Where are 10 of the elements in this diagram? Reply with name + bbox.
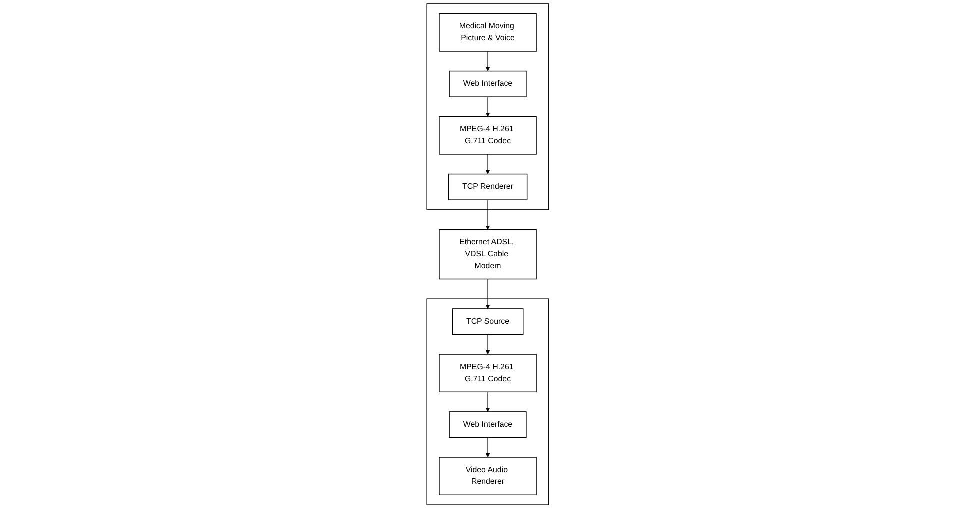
arrow <box>486 51 490 72</box>
arrow <box>486 278 490 310</box>
arrow <box>486 392 490 412</box>
cluster <box>426 298 550 506</box>
arrow <box>486 200 490 230</box>
cluster <box>426 4 550 210</box>
arrow <box>486 334 490 355</box>
arrow <box>486 96 490 118</box>
arrow <box>486 154 490 174</box>
arrow <box>486 437 490 458</box>
